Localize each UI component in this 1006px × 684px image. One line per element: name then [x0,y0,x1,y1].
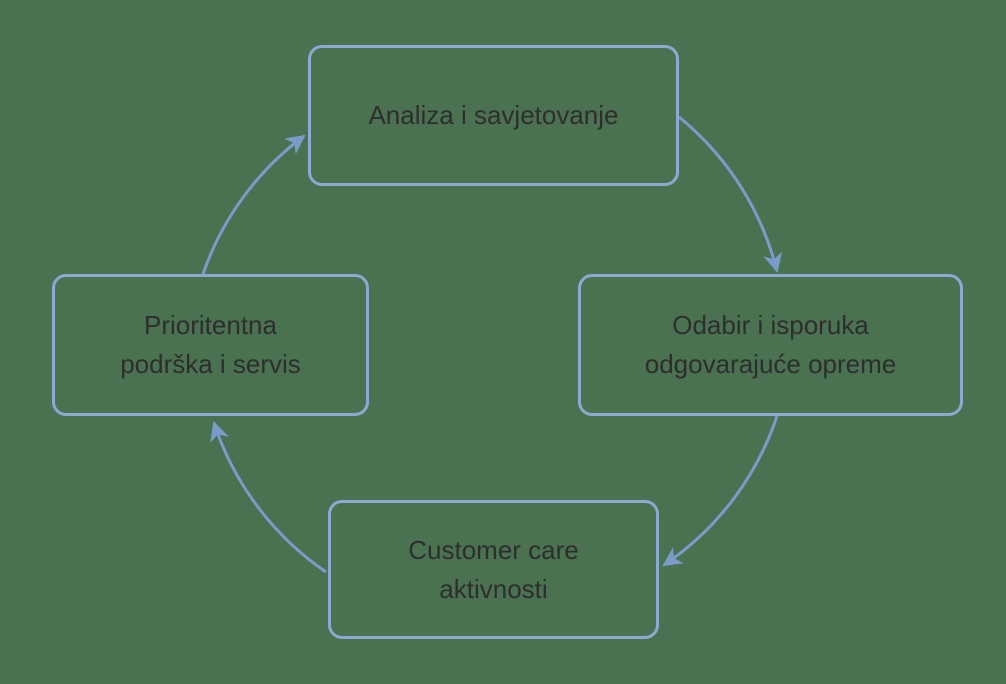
node-label-line: odgovarajuće opreme [644,349,897,379]
node-label-line: podrška i servis [120,349,301,379]
arrow-right-to-bottom-icon [662,415,779,567]
node-prioritetna-podrska: Prioritentna podrška i servis [52,274,369,416]
arrow-left-to-top-icon [201,134,306,275]
node-label-line: Odabir i isporuka [672,310,869,340]
node-analiza-i-savjetovanje: Analiza i savjetovanje [308,45,679,186]
node-label-line: Analiza i savjetovanje [368,100,619,130]
node-odabir-i-isporuka: Odabir i isporuka odgovarajuće opreme [578,274,963,416]
node-label-line: aktivnosti [439,573,548,604]
node-customer-care: Customer care aktivnosti [328,500,659,639]
arrow-top-to-right-icon [678,115,783,273]
arrow-bottom-to-left-icon [210,421,327,574]
node-label-line: Customer care [408,534,579,565]
node-label-line: Prioritentna [144,310,277,340]
